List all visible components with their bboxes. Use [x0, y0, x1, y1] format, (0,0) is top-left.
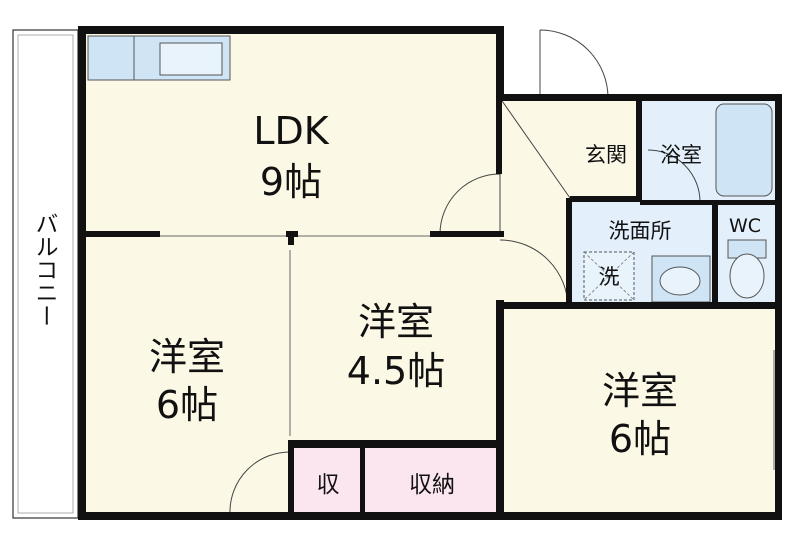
small-closet-label: 収 [317, 472, 340, 498]
western-right-name: 洋室 [602, 369, 678, 413]
kitchen-counter [87, 35, 231, 81]
toilet-fixture [727, 239, 767, 299]
entrance-floor [570, 98, 640, 198]
entrance-label: 玄関 [585, 143, 627, 167]
small-closet-floor [292, 448, 364, 514]
walls [78, 26, 782, 520]
balcony-label: バルコニー [31, 212, 58, 327]
bathroom-label: 浴室 [660, 143, 702, 167]
hall-floor [500, 98, 570, 308]
washer-label: 洗 [599, 265, 620, 289]
washroom-label: 洗面所 [609, 219, 672, 243]
western-left-name: 洋室 [149, 335, 225, 379]
ldk-name: LDK [253, 109, 329, 153]
toilet-label: WC [729, 215, 761, 237]
wash-basin [651, 255, 711, 303]
room-labels: LDK 9帖 洋室 6帖 洋室 4.5帖 洋室 6帖 玄関 浴室 洗面所 洗 W… [149, 109, 761, 498]
balcony: バルコニー [12, 29, 79, 519]
western-left-size: 6帖 [156, 383, 218, 427]
washer-pan [583, 251, 635, 301]
western-right-floor [500, 308, 777, 514]
western-left-floor [82, 234, 292, 514]
closet-floor [364, 448, 500, 514]
ldk-size: 9帖 [260, 160, 322, 204]
western-center-size: 4.5帖 [347, 349, 445, 393]
bathtub [715, 103, 773, 197]
western-center-name: 洋室 [358, 300, 434, 344]
closet-label: 収納 [409, 472, 455, 498]
western-right-size: 6帖 [609, 417, 671, 461]
western-center-floor [292, 234, 500, 442]
